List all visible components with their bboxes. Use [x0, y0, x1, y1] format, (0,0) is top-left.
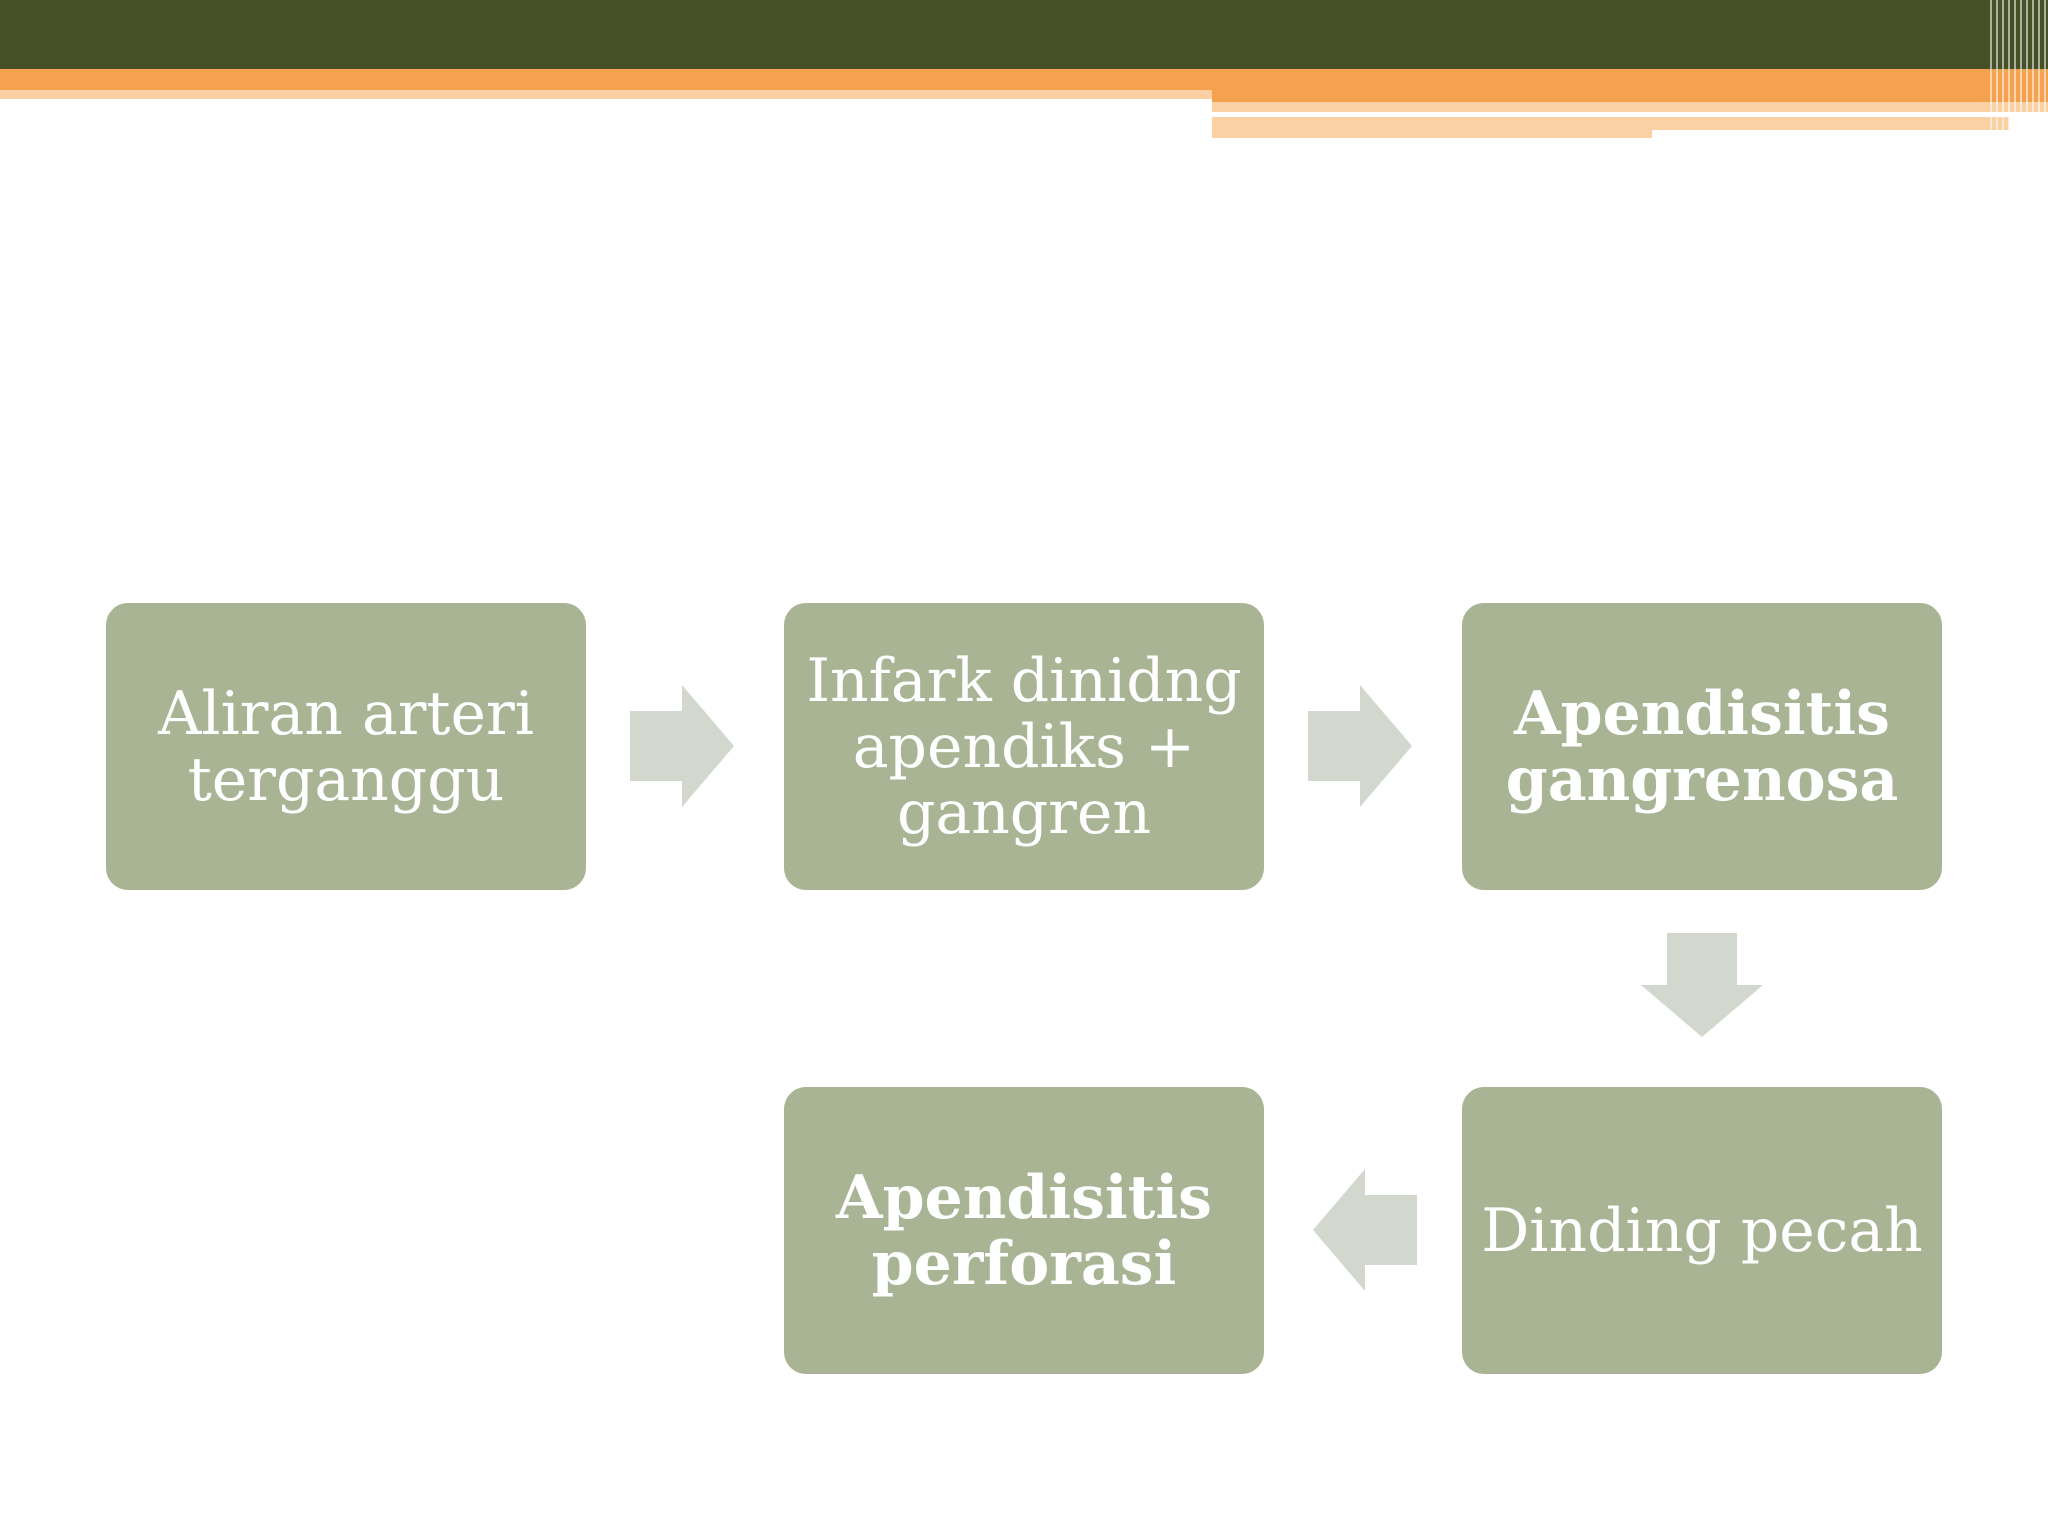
slide-header-orange-stripe	[0, 69, 2048, 90]
slide-header-pale-stripe-lower	[1212, 117, 2009, 130]
slide-header-pale-stripe-left	[0, 90, 1212, 99]
node-dinding-pecah: Dinding pecah	[1462, 1087, 1942, 1374]
node-label: Apendisitis gangrenosa	[1505, 678, 1899, 815]
node-label: Infark dinidng apendiks + gangren	[806, 645, 1242, 848]
node-apendisitis-perforasi: Apendisitis perforasi	[784, 1087, 1264, 1374]
arrow-right-icon	[630, 685, 734, 807]
arrow-right-icon	[1308, 685, 1412, 807]
node-label: Dinding pecah	[1481, 1195, 1923, 1266]
node-label: Apendisitis perforasi	[836, 1162, 1212, 1299]
node-apendisitis-gangrenosa: Apendisitis gangrenosa	[1462, 603, 1942, 890]
slide-header-vertical-bars	[1986, 0, 2048, 138]
arrow-down-icon	[1641, 933, 1763, 1037]
slide-header-pale-stripe-right	[1212, 102, 2048, 112]
slide-header-orange-stripe-right	[1212, 90, 2048, 102]
slide-header-white-line	[1212, 112, 1896, 117]
node-label: Aliran arteri terganggu	[158, 678, 534, 815]
slide-header-dark-band	[0, 0, 2048, 69]
arrow-left-icon	[1313, 1169, 1417, 1291]
slide-header-pale-stripe-lower-short	[1212, 130, 1652, 138]
node-aliran-arteri: Aliran arteri terganggu	[106, 603, 586, 890]
node-infark-dinding: Infark dinidng apendiks + gangren	[784, 603, 1264, 890]
